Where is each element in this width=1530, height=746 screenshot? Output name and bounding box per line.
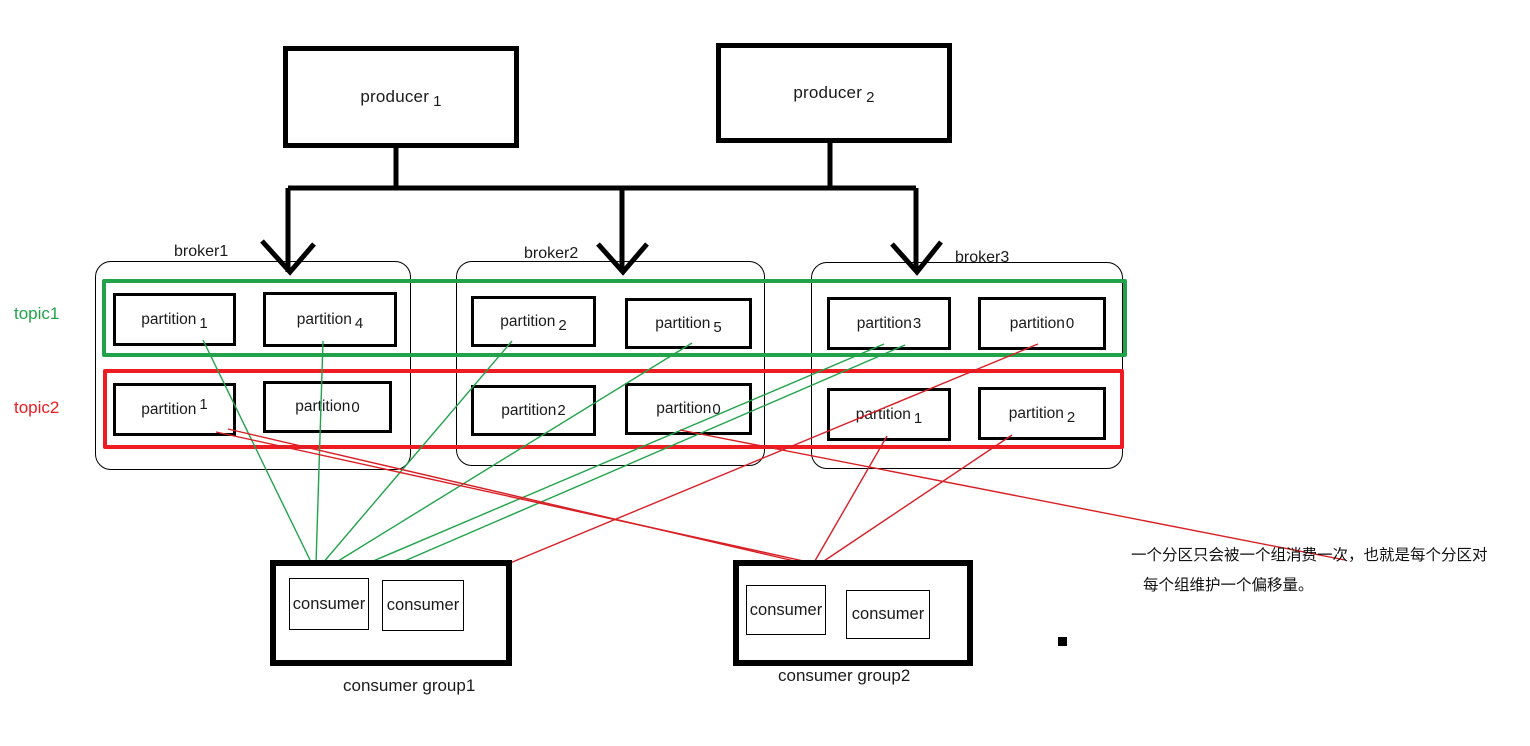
consumer-group-1-label: consumer group1 [343,676,476,695]
consumer-label: consumer [749,600,823,619]
annotation-note-line2: 每个组维护一个偏移量。 [1143,576,1314,594]
consumer-group-1-consumer-2[interactable]: consumer [382,580,464,631]
consumer-label: consumer [292,594,366,613]
topic1-label: topic1 [14,304,60,323]
partition-topic1-0-num: 1 [199,315,208,332]
partition-topic1-3-label: partition [655,314,711,332]
topic2-band[interactable] [103,369,1124,449]
topic1-band[interactable] [102,279,1127,357]
consumer-label: consumer [386,596,460,614]
partition-topic1-4-num: 3 [912,315,922,332]
partition-topic1-4-label: partition [856,314,912,332]
broker2-label: broker2 [524,245,579,262]
partition-topic2-0-label: partition [141,400,197,418]
consumer-group-1-consumer-1[interactable]: consumer [289,578,369,630]
partition-topic2-3-label: partition [656,400,712,417]
stray-dot-marker [1058,637,1067,646]
partition-topic1-2-label: partition [500,312,556,330]
partition-topic1-5-label: partition [1009,314,1065,332]
consumer-group-1-box[interactable] [270,560,512,666]
consumer-group-2-box[interactable] [733,560,973,666]
annotation-note-line1: 一个分区只会被一个组消费一次，也就是每个分区对 [1131,546,1488,564]
producer-1-index: 1 [433,92,442,110]
producer-2-label: producer [793,83,863,102]
partition-topic2-5-label: partition [1008,404,1064,422]
partition-topic1-1-num: 4 [354,315,364,332]
partition-topic2-4-label: partition [855,405,911,423]
partition-topic1-0-label: partition [141,310,197,328]
partition-topic2-0-num: 1 [199,396,208,413]
broker1-label: broker1 [174,243,229,260]
partition-topic1-2-num: 2 [558,317,567,334]
partition-topic2-1-label: partition [295,398,351,415]
consumer-group-2-consumer-2[interactable]: consumer [846,590,930,639]
partition-topic2-4-num: 1 [913,410,923,427]
consumer-group-2-label: consumer group2 [778,666,911,685]
partition-topic2-2-num: 2 [557,402,566,419]
broker3-label: broker3 [955,249,1010,266]
partition-topic2-5-num: 2 [1066,409,1076,426]
partition-topic2-1-num: 0 [351,398,360,416]
consumer-label: consumer [851,605,925,623]
partition-topic2-2-label: partition [501,401,557,419]
producer-1-label: producer [360,87,430,106]
partition-topic2-3-num: 0 [712,400,721,418]
partition-topic1-3-num: 5 [713,319,722,336]
consumer-group-2-consumer-1[interactable]: consumer [746,585,826,635]
topic2-label: topic2 [14,398,60,417]
partition-topic1-1-label: partition [296,310,352,328]
annotation-note: 一个分区只会被一个组消费一次，也就是每个分区对 每个组维护一个偏移量。 [1131,540,1523,600]
partition-topic1-5-num: 0 [1065,315,1075,332]
producer-2-index: 2 [866,88,875,106]
